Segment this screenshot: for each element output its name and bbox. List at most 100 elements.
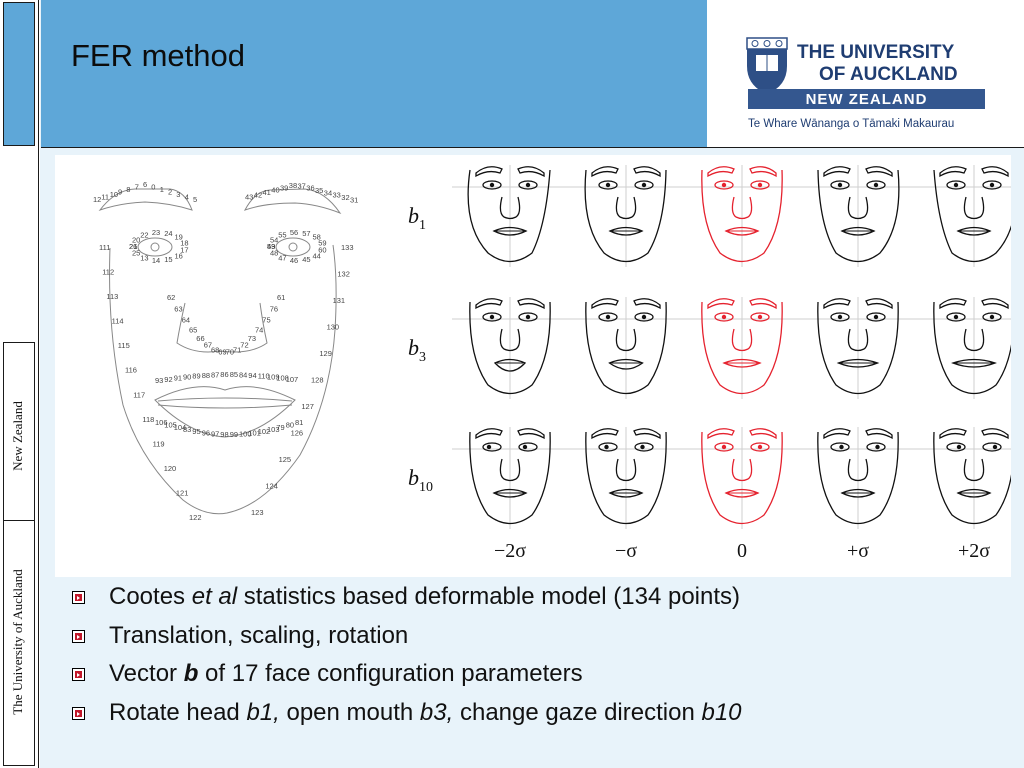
landmark-number: 40	[271, 186, 279, 195]
row-label: b1	[408, 203, 426, 233]
row-label: b3	[408, 335, 426, 365]
landmark-number: 37	[298, 181, 306, 190]
bullet-text: Translation, scaling, rotation	[109, 621, 409, 649]
landmark-number: 73	[248, 334, 256, 343]
landmark-number: 122	[189, 513, 202, 522]
sidebar-university-block	[3, 520, 35, 766]
bullet-item: Translation, scaling, rotation	[72, 619, 742, 658]
bullet-arrow-icon	[72, 706, 85, 720]
landmark-number: 64	[182, 315, 190, 324]
landmark-number: 59	[318, 239, 326, 248]
landmark-number: 119	[153, 439, 165, 448]
face-sample	[916, 165, 1024, 267]
landmark-number: 66	[196, 334, 204, 343]
landmark-number: 32	[341, 193, 349, 202]
landmark-number: 68	[211, 345, 219, 354]
face-sample	[452, 165, 568, 267]
face-sample	[452, 427, 568, 529]
landmark-number: 107	[286, 375, 299, 384]
landmark-number: 79	[276, 423, 284, 432]
landmark-number: 17	[180, 245, 188, 254]
landmark-number: 128	[311, 376, 324, 385]
landmark-number: 15	[164, 255, 172, 264]
landmark-number: 57	[302, 229, 310, 238]
landmark-number: 74	[255, 325, 263, 334]
landmark-number: 18	[180, 239, 188, 248]
landmark-number: 132	[337, 270, 350, 279]
landmark-number: 99	[230, 430, 238, 439]
landmark-number: 90	[183, 373, 191, 382]
face-sample	[568, 427, 684, 529]
landmark-number: 24	[164, 229, 172, 238]
face-sample	[684, 427, 800, 529]
landmark-number: 83	[183, 425, 191, 434]
sidebar-country-text: New Zealand	[10, 401, 25, 471]
landmark-number: 125	[279, 455, 292, 464]
column-label: −σ	[615, 540, 637, 562]
landmark-number: 8	[126, 185, 130, 194]
landmark-number: 70	[226, 348, 234, 357]
landmark-number: 118	[142, 415, 154, 424]
landmark-number: 117	[133, 390, 145, 399]
landmark-number: 36	[306, 184, 314, 193]
landmark-number: 13	[140, 254, 148, 263]
landmark-number: 120	[164, 464, 177, 473]
bullet-text: b	[183, 660, 199, 687]
landmark-number: 2	[168, 188, 172, 197]
bullet-item: Rotate head b1, open mouth b3, change ga…	[72, 696, 742, 735]
landmark-number: 43	[245, 193, 253, 202]
landmark-number: 96	[202, 428, 210, 437]
bullet-arrow-icon	[72, 629, 85, 643]
landmark-number: 105	[164, 421, 177, 430]
landmark-number: 39	[280, 183, 288, 192]
landmark-number: 103	[267, 425, 280, 434]
landmark-number: 133	[341, 243, 354, 252]
landmark-number: 109	[267, 373, 280, 382]
face-sample	[568, 297, 684, 399]
crest-icon	[746, 37, 788, 94]
landmark-number: 114	[112, 317, 124, 326]
landmark-number: 9	[118, 188, 122, 197]
landmark-number: 102	[258, 427, 271, 436]
landmark-number: 10	[110, 190, 118, 199]
landmark-number: 115	[118, 341, 130, 350]
landmark-number: 91	[174, 374, 182, 383]
landmark-number: 41	[263, 188, 271, 197]
face-sample	[568, 165, 684, 267]
landmark-number: 48	[270, 249, 278, 258]
landmark-number: 53	[267, 242, 275, 251]
landmark-number: 123	[251, 508, 264, 517]
landmark-number: 4	[185, 193, 189, 202]
university-logo-graphic: THE UNIVERSITY OF AUCKLAND NEW ZEALAND T…	[746, 37, 985, 130]
landmark-number: 81	[295, 418, 303, 427]
logo-banner-text: NEW ZEALAND	[806, 91, 928, 108]
landmark-number: 95	[192, 427, 200, 436]
logo-tagline: Te Whare Wānanga o Tāmaki Makaurau	[748, 118, 954, 130]
landmark-number: 85	[230, 370, 238, 379]
landmark-number: 130	[327, 323, 340, 332]
bullet-text: statistics based deformable model (134 p…	[237, 583, 741, 610]
logo-line1: THE UNIVERSITY	[797, 42, 955, 63]
landmark-number: 93	[155, 376, 163, 385]
bullet-arrow-icon	[72, 591, 85, 604]
landmark-number: 22	[140, 231, 148, 240]
landmark-number: 6	[143, 180, 147, 189]
bullet-text: b10	[701, 698, 742, 726]
column-label: −2σ	[494, 540, 526, 562]
landmark-number: 111	[99, 243, 110, 252]
landmark-number: 42	[254, 190, 262, 199]
landmark-number: 60	[318, 245, 326, 254]
bullet-text: et al	[191, 583, 238, 610]
sidebar-university-text: The University of Auckland	[10, 569, 25, 715]
landmark-number: 84	[239, 370, 247, 379]
landmark-number: 113	[106, 292, 118, 301]
landmark-number: 56	[290, 228, 298, 237]
column-label: +σ	[847, 540, 869, 562]
landmark-number: 31	[350, 195, 358, 204]
bullet-text: b1,	[246, 698, 280, 726]
landmark-number: 124	[265, 482, 278, 491]
sidebar-border	[38, 0, 39, 768]
